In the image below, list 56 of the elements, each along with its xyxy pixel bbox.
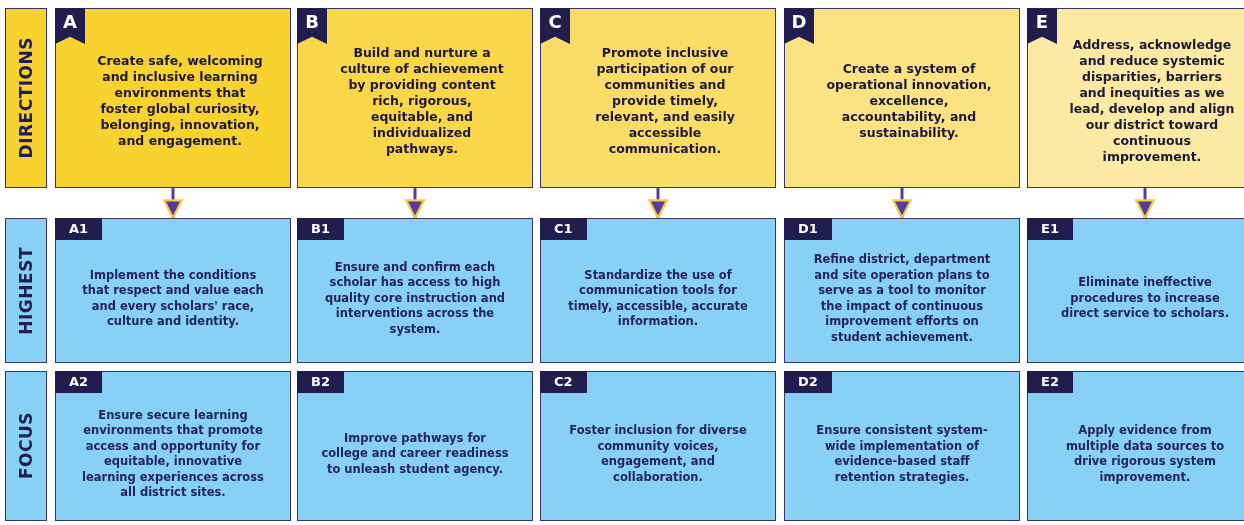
arrow — [163, 188, 183, 220]
letter-tag: A2 — [55, 371, 103, 393]
goal-card — [784, 218, 1020, 363]
letter-tag: B1 — [297, 218, 344, 240]
direction-card — [1027, 8, 1244, 188]
goal-card — [540, 218, 776, 363]
direction-card — [540, 8, 776, 188]
goal-text: Implement the conditions that respect and value each and every scholars' race, culture and identity. — [81, 266, 265, 330]
direction-card — [55, 8, 291, 188]
row-label: HIGHEST — [16, 246, 36, 335]
letter-tag: A1 — [55, 218, 103, 240]
direction-card — [784, 8, 1020, 188]
goal-card — [55, 218, 291, 363]
letter-tag: D — [784, 8, 814, 44]
arrow — [892, 188, 912, 220]
letter-tag: E1 — [1027, 218, 1073, 240]
letter-tag: E — [1027, 8, 1057, 44]
letter-tag: C2 — [540, 371, 587, 393]
direction-text: Address, acknowledge and reduce systemic disparities, barriers and inequities as we lead, develop and align our district toward continuous improvement. — [1068, 36, 1236, 166]
goal-card — [297, 371, 533, 521]
letter-tag: E2 — [1027, 371, 1073, 393]
goal-text: Ensure consistent system-wide implementation of evidence-based staff retention strategies. — [815, 422, 989, 486]
goal-text: Standardize the use of communication tools for timely, accessible, accurate information. — [567, 266, 749, 330]
goal-text: Eliminate ineffective procedures to increase direct service to scholars. — [1059, 274, 1231, 323]
goal-text: Refine district, department and site operation plans to serve as a tool to monitor the impact of continuous improvement efforts on student achievement. — [812, 251, 992, 346]
letter-tag: A — [55, 8, 85, 44]
row-header — [5, 8, 47, 188]
goal-text: Improve pathways for college and career readiness to unleash student agency. — [320, 429, 510, 478]
row-header — [5, 218, 47, 363]
direction-text: Promote inclusive participation of our communities and provide timely, relevant, and easily accessible communication. — [594, 44, 736, 158]
letter-tag: C — [540, 8, 570, 44]
goal-card — [1027, 371, 1244, 521]
direction-card — [297, 8, 533, 188]
goal-card — [784, 371, 1020, 521]
goal-text: Ensure and confirm each scholar has access to high quality core instruction and interventions across the system. — [323, 258, 507, 338]
direction-text: Create a system of operational innovation, excellence, accountability, and sustainability. — [825, 60, 993, 142]
direction-text: Create safe, welcoming and inclusive learning environments that foster global curiosity, belonging, innovation, and engagement. — [96, 52, 264, 150]
letter-tag: D1 — [784, 218, 832, 240]
row-label: DIRECTIONS — [16, 37, 36, 159]
letter-tag: B — [297, 8, 327, 44]
goal-card — [55, 371, 291, 521]
goal-text: Ensure secure learning environments that promote access and opportunity for equitable, innovative learning experiences across all district sites. — [81, 406, 265, 501]
row-header — [5, 371, 47, 521]
goal-card — [540, 371, 776, 521]
letter-tag: D2 — [784, 371, 832, 393]
goal-text: Foster inclusion for diverse community voices, engagement, and collaboration. — [568, 422, 748, 486]
arrow — [1135, 188, 1155, 220]
row-label: FOCUS — [16, 412, 36, 480]
arrow — [405, 188, 425, 220]
letter-tag: C1 — [540, 218, 587, 240]
arrow — [648, 188, 668, 220]
goal-card — [1027, 218, 1244, 363]
goal-text: Apply evidence from multiple data sources to drive rigorous system improvement. — [1064, 422, 1226, 486]
direction-text: Build and nurture a culture of achievement by providing content rich, rigorous, equitable, and individualized pathways. — [339, 44, 505, 158]
letter-tag: B2 — [297, 371, 344, 393]
goal-card — [297, 218, 533, 363]
